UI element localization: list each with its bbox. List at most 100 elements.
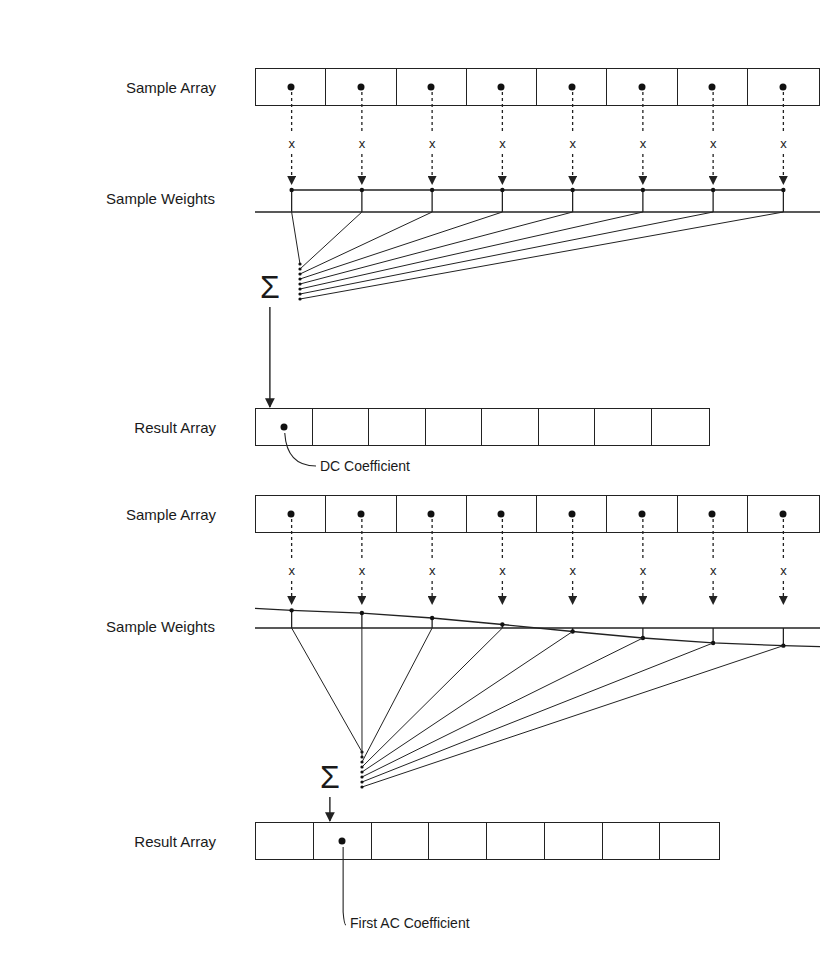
dashed-arrow <box>572 92 573 133</box>
sample-dot <box>638 84 645 91</box>
array-box: Sample Array <box>255 495 820 533</box>
array-cell <box>482 409 539 445</box>
array-cell <box>314 823 372 859</box>
weight-tick <box>361 190 362 212</box>
weights-baseline <box>255 211 820 212</box>
array-cell <box>660 823 718 859</box>
array-cell <box>603 823 661 859</box>
multiply-sign: x <box>359 563 366 578</box>
junction-dot <box>360 780 363 783</box>
array-cell <box>537 69 607 105</box>
weight-tick <box>291 610 292 628</box>
junction-dot <box>360 611 364 615</box>
multiply-sign: x <box>640 136 647 151</box>
dashed-arrow <box>712 581 713 604</box>
multiply-sign: x <box>710 136 717 151</box>
dashed-arrow <box>502 92 503 133</box>
array-cell <box>326 496 396 532</box>
sample-dot <box>287 511 294 518</box>
junction-dot <box>430 188 434 192</box>
weights-bar: Sample Weights <box>255 180 820 216</box>
dashed-arrow <box>572 154 573 184</box>
weight-tick <box>431 190 432 212</box>
junction-dot <box>500 622 504 626</box>
junction-dot <box>298 267 301 270</box>
multiply-sign: x <box>569 563 576 578</box>
array-cell <box>397 69 467 105</box>
sample-dot <box>498 84 505 91</box>
sample-dot <box>287 84 294 91</box>
multiply-sign: x <box>499 563 506 578</box>
dashed-arrow <box>572 581 573 604</box>
dashed-arrow <box>712 154 713 184</box>
multiply-sign: x <box>359 136 366 151</box>
multiply-sign: x <box>640 563 647 578</box>
array-cell <box>326 69 396 105</box>
weight-tick <box>783 628 784 646</box>
weights-label: Sample Weights <box>106 618 215 635</box>
weight-tick <box>291 190 292 212</box>
array-cell <box>678 69 748 105</box>
dashed-arrow <box>572 519 573 560</box>
array-cell <box>256 409 313 445</box>
junction-dot <box>360 785 363 788</box>
array-box: Result Array <box>255 408 710 446</box>
connector <box>269 307 270 407</box>
junction-dot <box>298 272 301 275</box>
sum-input-line <box>362 638 643 777</box>
array-cell <box>748 69 818 105</box>
array-label: Result Array <box>134 419 216 436</box>
sum-input-line <box>362 628 502 767</box>
dashed-arrow <box>642 519 643 560</box>
sample-dot <box>357 511 364 518</box>
junction-dot <box>360 188 364 192</box>
coefficient-label: DC Coefficient <box>320 458 410 474</box>
junction-dot <box>298 297 301 300</box>
dashed-arrow <box>291 154 292 184</box>
dashed-arrow <box>642 154 643 184</box>
sample-dot <box>568 511 575 518</box>
coefficient-label: First AC Coefficient <box>350 915 470 931</box>
junction-dot <box>298 287 301 290</box>
sample-dot <box>428 511 435 518</box>
array-cell <box>545 823 603 859</box>
multiply-sign: x <box>780 563 787 578</box>
junction-dot <box>360 760 363 763</box>
sum-input-line <box>300 212 783 299</box>
junction-dot <box>500 188 504 192</box>
sum-input-line <box>300 212 432 274</box>
weight-tick <box>783 190 784 212</box>
junction-dot <box>711 188 715 192</box>
leader-line <box>343 847 346 925</box>
sample-dot <box>779 511 786 518</box>
sample-dot <box>779 84 786 91</box>
dashed-arrow <box>431 92 432 133</box>
array-cell <box>256 823 314 859</box>
sample-dot <box>709 84 716 91</box>
array-label: Result Array <box>134 833 216 850</box>
array-cell <box>372 823 430 859</box>
junction-dot <box>289 188 293 192</box>
weights-label: Sample Weights <box>106 190 215 207</box>
array-cell <box>397 496 467 532</box>
multiply-sign: x <box>429 563 436 578</box>
array-box: Result Array <box>255 822 720 860</box>
sample-dot <box>709 511 716 518</box>
connectors <box>270 307 330 821</box>
weights-bar: Sample Weights <box>255 606 820 646</box>
sum-input-line <box>292 212 300 264</box>
sample-dot <box>357 84 364 91</box>
sample-dot <box>498 511 505 518</box>
junction-dot <box>641 188 645 192</box>
sample-dot <box>339 838 346 845</box>
junction-dot <box>298 292 301 295</box>
dashed-arrow <box>783 92 784 133</box>
dashed-arrow <box>712 519 713 560</box>
summation-symbol: Σ <box>256 268 284 306</box>
array-cell <box>467 496 537 532</box>
multiply-sign: x <box>429 136 436 151</box>
array-cell <box>256 69 326 105</box>
dashed-arrow <box>642 92 643 133</box>
sample-dot <box>568 84 575 91</box>
